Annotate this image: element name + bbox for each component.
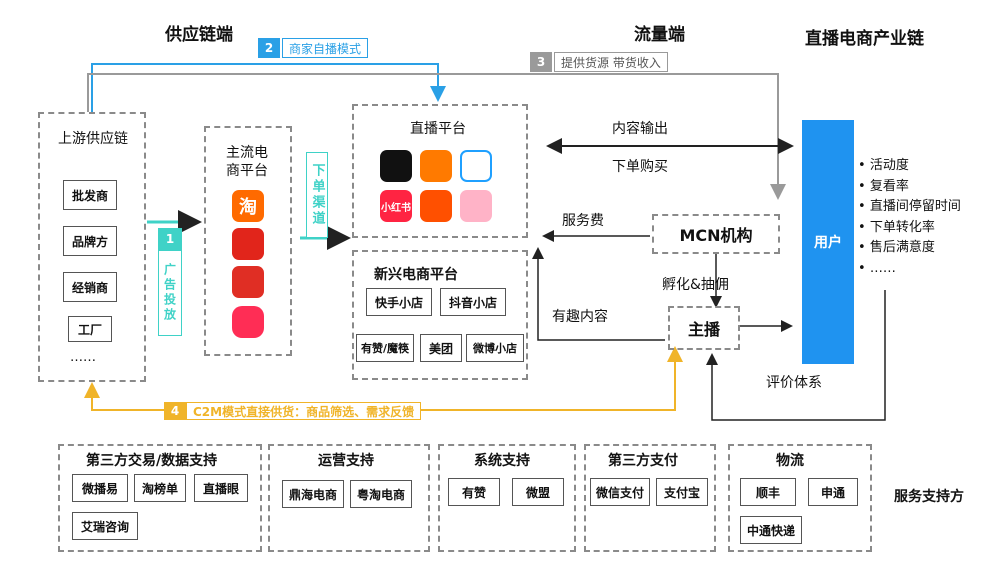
service-providers-title: 服务支持方 — [894, 489, 964, 505]
jd-icon — [232, 228, 264, 260]
supply-income-arrow — [87, 73, 786, 200]
tmall-live-icon — [232, 306, 264, 338]
sf-express-item: 顺丰 — [740, 478, 796, 506]
weimeng-item: 微盟 — [512, 478, 564, 506]
service-operation-box — [268, 444, 430, 552]
kuaishou-shop-item: 快手小店 — [366, 288, 432, 316]
weibo-shop-item: 微博小店 — [466, 334, 524, 362]
upstream-supply-chain-box — [38, 112, 146, 382]
order-purchase-label: 下单购买 — [612, 159, 668, 175]
metric-item: • 活动度 — [858, 158, 909, 173]
mcn-box: MCN机构 — [652, 214, 780, 254]
taobangdan-item: 淘榜单 — [134, 474, 186, 502]
douyin-icon — [380, 150, 412, 182]
service-trade-data-title: 第三方交易/数据支持 — [86, 453, 218, 469]
incubate-label: 孵化&抽佣 — [662, 277, 729, 293]
evaluation-label: 评价体系 — [766, 375, 822, 391]
weiboyi-item: 微播易 — [72, 474, 128, 502]
service-system-title: 系统支持 — [474, 453, 530, 469]
step1-badge: 1 — [158, 228, 182, 250]
youzan-mokuai-item: 有赞/魔筷 — [356, 334, 414, 362]
mainstream-title-2: 商平台 — [226, 163, 268, 179]
live-platform-title: 直播平台 — [410, 121, 466, 137]
service-trade-data-box — [58, 444, 262, 552]
service-payment-box — [584, 444, 716, 552]
xiaohongshu-icon: 小红书 — [380, 190, 412, 222]
mainstream-ecommerce-box — [204, 126, 292, 356]
taobao-icon: 淘 — [232, 190, 264, 222]
service-system-box — [438, 444, 576, 552]
metric-item: • 售后满意度 — [858, 240, 935, 255]
pinduoduo-icon — [232, 266, 264, 298]
user-bar: 用户 — [802, 120, 854, 364]
order-channel-label: 下单渠道 — [306, 152, 328, 238]
service-fee-label: 服务费 — [562, 213, 604, 229]
yuetao-item: 粤淘电商 — [350, 480, 412, 508]
wechat-pay-item: 微信支付 — [590, 478, 650, 506]
sto-express-item: 申通 — [808, 478, 858, 506]
fun-content-label: 有趣内容 — [552, 309, 608, 325]
brand-item: 品牌方 — [63, 226, 117, 256]
upstream-title: 上游供应链 — [58, 131, 128, 147]
step4-label: C2M模式直接供货：商品筛选、需求反馈 — [186, 402, 422, 420]
zto-express-item: 中通快递 — [740, 516, 802, 544]
live-platform-box — [352, 104, 528, 238]
step4-badge: 4 — [164, 402, 186, 420]
pink-app-icon — [460, 190, 492, 222]
metric-item: • 下单转化率 — [858, 219, 935, 235]
wholesaler-item: 批发商 — [63, 180, 117, 210]
user-metrics-list: • 活动度 • 复看率 • 直播间停留时间 • 下单转化率 • 售后满意度 • … — [858, 156, 961, 279]
new-ecommerce-box — [352, 250, 528, 380]
mainstream-title-1: 主流电 — [226, 145, 268, 161]
dinghai-item: 鼎海电商 — [282, 480, 344, 508]
taobao-live-icon — [420, 190, 452, 222]
youzan-item: 有赞 — [448, 478, 500, 506]
step3-badge: 3 — [530, 52, 552, 72]
metric-item: • 直播间停留时间 — [858, 199, 961, 214]
step2-badge: 2 — [258, 38, 280, 58]
metric-item: • …… — [858, 260, 896, 276]
content-output-label: 内容输出 — [612, 121, 668, 137]
meituan-item: 美团 — [420, 334, 462, 362]
supply-chain-title: 供应链端 — [165, 25, 233, 45]
merchant-selfbroadcast-arrow — [91, 63, 446, 112]
step2-label: 商家自播模式 — [282, 38, 369, 58]
metric-item: • 复看率 — [858, 178, 909, 194]
distributor-item: 经销商 — [63, 272, 117, 302]
traffic-title: 流量端 — [634, 25, 685, 45]
ad-placement-label: 广告投放 — [158, 250, 182, 336]
service-payment-title: 第三方支付 — [608, 453, 678, 469]
iresearch-item: 艾瑞咨询 — [72, 512, 138, 540]
bilibili-icon — [460, 150, 492, 182]
anchor-box: 主播 — [668, 306, 740, 350]
zhiboyan-item: 直播眼 — [194, 474, 248, 502]
douyin-shop-item: 抖音小店 — [440, 288, 506, 316]
more-suppliers: …… — [70, 350, 96, 365]
industry-chain-title: 直播电商产业链 — [805, 29, 924, 49]
step3-label: 提供货源 带货收入 — [554, 52, 668, 72]
service-operation-title: 运营支持 — [318, 453, 374, 469]
service-logistics-box — [728, 444, 872, 552]
factory-item: 工厂 — [68, 316, 112, 342]
new-platform-title: 新兴电商平台 — [374, 267, 458, 283]
alipay-item: 支付宝 — [656, 478, 708, 506]
service-logistics-title: 物流 — [776, 453, 804, 469]
evaluation-arrow — [706, 290, 886, 421]
kuaishou-icon — [420, 150, 452, 182]
